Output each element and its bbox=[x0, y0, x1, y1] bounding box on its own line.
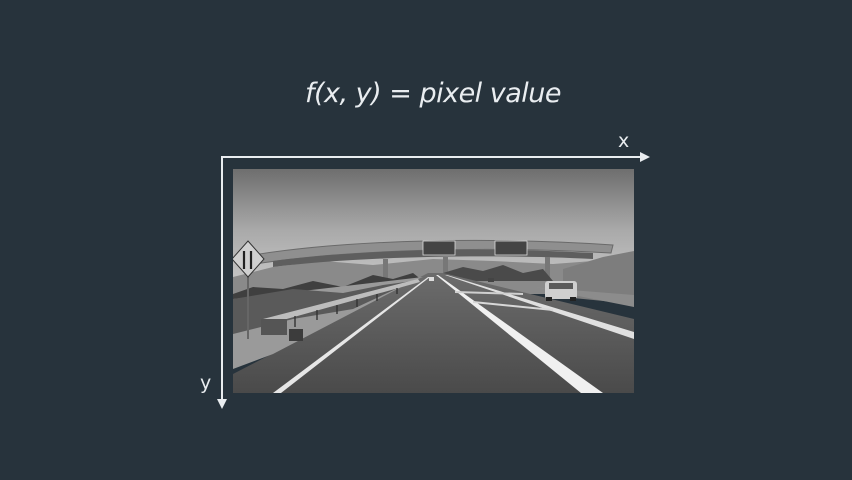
guardrail bbox=[263, 279, 420, 325]
exit-lane-line bbox=[455, 291, 523, 295]
bridge-pillar bbox=[545, 257, 550, 279]
car bbox=[545, 281, 577, 301]
highway-sign bbox=[494, 240, 528, 256]
merge-sign-arrows bbox=[242, 251, 253, 269]
left-edge-line bbox=[273, 277, 430, 393]
right-lane-line bbox=[445, 275, 634, 339]
roadside-debris bbox=[261, 319, 287, 335]
distant-car bbox=[429, 277, 434, 281]
right-hillside bbox=[563, 251, 634, 304]
grayscale-road-photo bbox=[233, 169, 634, 393]
bridge-pillar bbox=[383, 259, 388, 281]
exit-lane-line bbox=[473, 301, 553, 311]
bridge-pillar bbox=[443, 257, 448, 279]
y-axis-label: y bbox=[200, 372, 212, 394]
formula-title: f(x, y) = pixel value bbox=[304, 78, 562, 109]
sign-post bbox=[247, 269, 249, 339]
center-lane-line bbox=[436, 275, 603, 393]
distant-car bbox=[488, 278, 494, 282]
x-axis-label: x bbox=[618, 130, 630, 152]
trees-center bbox=[443, 265, 553, 281]
roadside-debris bbox=[289, 329, 303, 341]
merge-warning-sign bbox=[233, 240, 265, 278]
highway-sign bbox=[422, 240, 456, 256]
